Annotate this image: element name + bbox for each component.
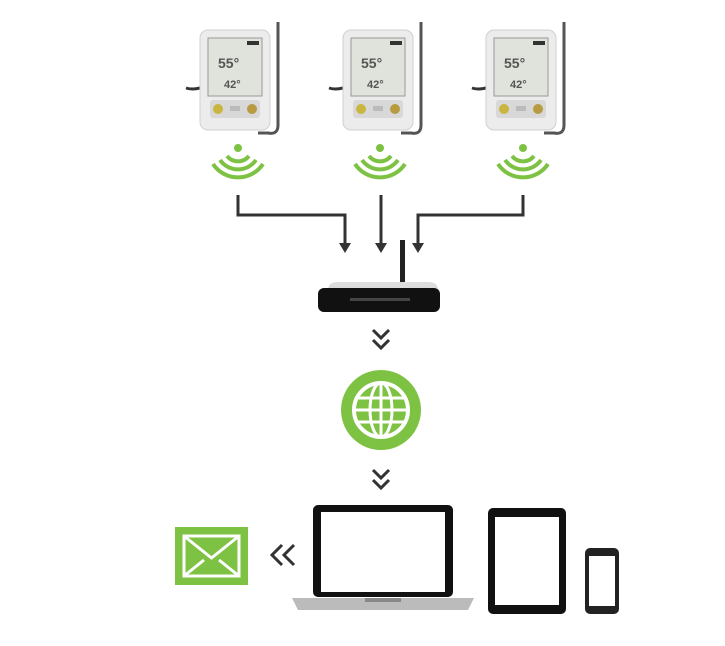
arrowheads: [339, 243, 424, 253]
sensor-3: 55° 42°: [470, 20, 566, 135]
sensor-reading-bottom: 42°: [224, 79, 241, 91]
sensor-reading-bottom: 42°: [367, 79, 384, 91]
router-icon: [318, 240, 440, 312]
smartphone-icon: [585, 548, 619, 614]
laptop-icon: [292, 505, 474, 610]
sensor-reading-bottom: 42°: [510, 79, 527, 91]
wifi-signal-icon: [353, 142, 407, 180]
connector-arrows: [236, 195, 525, 245]
double-chevron-down-icon: [371, 468, 391, 490]
double-chevron-left-icon: [269, 543, 296, 567]
sensor-reading-top: 55°: [361, 55, 382, 71]
sensor-1: 55° 42°: [184, 20, 280, 135]
wifi-signal-icon: [211, 142, 265, 180]
globe-icon: [341, 370, 421, 450]
sensor-2: 55° 42°: [327, 20, 423, 135]
sensor-reading-top: 55°: [504, 55, 525, 71]
sensor-reading-top: 55°: [218, 55, 239, 71]
envelope-icon: [175, 527, 248, 585]
wifi-signal-icon: [496, 142, 550, 180]
double-chevron-down-icon: [371, 328, 391, 350]
tablet-icon: [488, 508, 566, 614]
